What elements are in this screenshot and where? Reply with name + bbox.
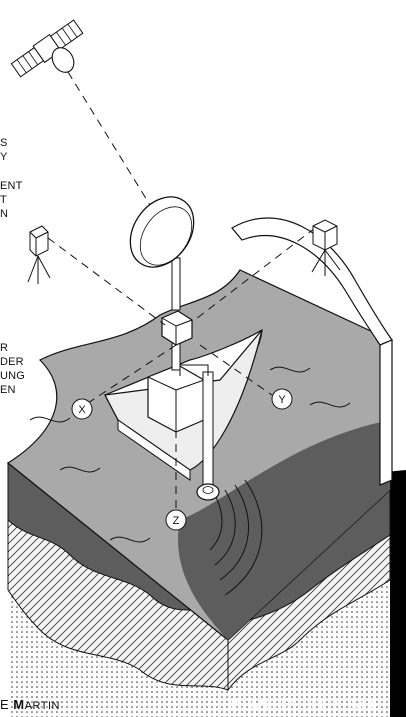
text-fragment: S <box>0 137 8 149</box>
axis-label-z: Z <box>173 515 180 527</box>
text-fragment: Y <box>0 151 8 163</box>
text-fragment: UNG <box>0 370 26 382</box>
footer-tagline-rest: D'EXPÉRIENCE <box>277 697 380 712</box>
receiver-box <box>161 310 193 346</box>
signal-lines <box>47 71 316 515</box>
footer-name-rest: ARTIN <box>24 700 60 712</box>
text-fragment: ENT <box>0 180 23 192</box>
footer-tagline: 20 ANS D'EXPÉRIENCE <box>231 697 379 712</box>
text-fragment: T <box>0 194 7 206</box>
sonar-waves <box>209 479 263 596</box>
surveying-tripod-icon <box>27 225 51 284</box>
text-fragment: EN <box>0 384 16 396</box>
boat-icon <box>104 328 263 481</box>
text-fragment: R <box>0 342 9 354</box>
footer-prefix: E <box>0 697 14 712</box>
satellite-dish-icon <box>129 196 195 268</box>
footer-tagline-bold: 20 ANS <box>231 697 278 712</box>
surveying-tripod-icon <box>311 219 341 276</box>
text-fragment: N <box>0 208 9 220</box>
deep-water <box>178 420 390 640</box>
axis-label-x: X <box>78 404 86 416</box>
axis-label-y: Y <box>278 394 286 406</box>
text-fragment: DER <box>0 356 24 368</box>
satellite-icon <box>10 19 84 78</box>
footer-brand: E MARTIN <box>0 697 60 712</box>
footer-initial: M <box>13 697 25 712</box>
